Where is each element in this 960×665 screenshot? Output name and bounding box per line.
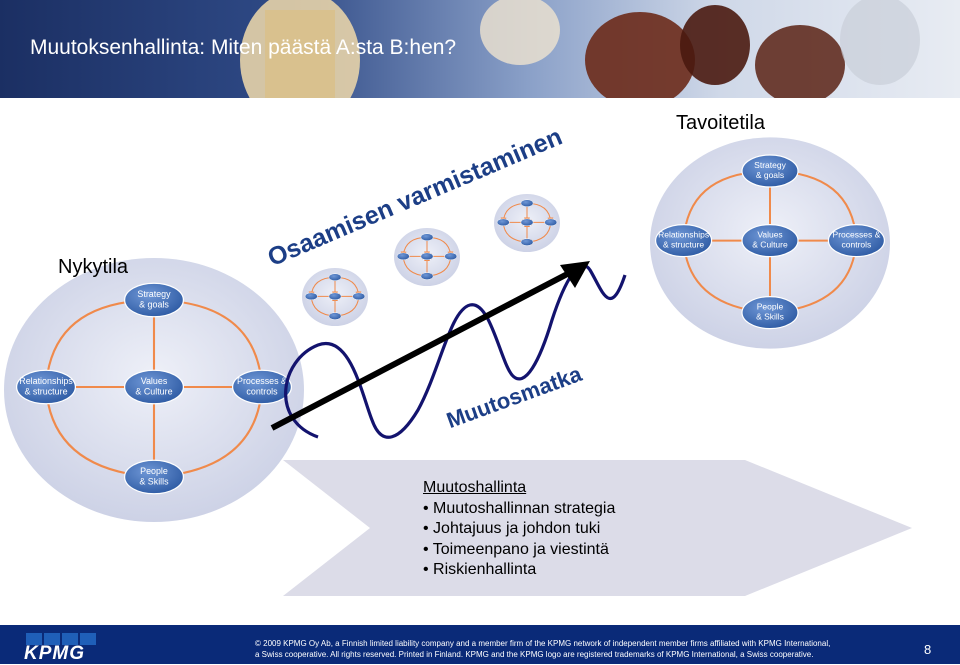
model-node-processes bbox=[544, 218, 558, 227]
mini-model-3 bbox=[494, 193, 560, 253]
page-title: Muutoksenhallinta: Miten päästä A:sta B:… bbox=[30, 36, 457, 59]
model-node-label: Strategy bbox=[137, 289, 171, 299]
model-node-values bbox=[328, 292, 342, 301]
target-state-label: Tavoitetila bbox=[676, 112, 765, 134]
chess-pieces-image bbox=[240, 0, 920, 98]
model-node-people bbox=[420, 272, 434, 280]
kpmg-logo-icon bbox=[26, 633, 96, 645]
list-item: • Toimeenpano ja viestintä bbox=[423, 540, 609, 558]
model-node-values bbox=[520, 218, 534, 227]
model-node-label: & structure bbox=[663, 240, 704, 250]
footer-bar bbox=[0, 625, 960, 664]
model-node-label: & Skills bbox=[756, 312, 784, 322]
model-node-relationships bbox=[15, 369, 77, 405]
model-node-label: Strategy bbox=[754, 160, 786, 170]
model-node-label: People bbox=[140, 466, 168, 476]
model-node-relationships bbox=[396, 252, 410, 261]
model-node-label: & goals bbox=[756, 170, 784, 180]
model-node-values bbox=[123, 369, 185, 405]
model-node-label: & Skills bbox=[139, 476, 169, 486]
model-node-values bbox=[741, 224, 799, 258]
model-node-strategy bbox=[123, 282, 185, 318]
kpmg-logo-text: KPMG bbox=[24, 643, 85, 664]
model-node-processes bbox=[444, 252, 458, 261]
model-node-processes bbox=[352, 292, 366, 301]
model-node-relationships bbox=[496, 218, 510, 227]
model-node-label: & goals bbox=[139, 299, 169, 309]
model-node-strategy bbox=[328, 273, 342, 281]
model-node-label: & Culture bbox=[752, 240, 788, 250]
trend-arrow-line bbox=[270, 267, 577, 431]
model-node-label: & structure bbox=[24, 386, 67, 396]
list-item: • Muutoshallinnan strategia bbox=[423, 499, 616, 517]
mini-model-2 bbox=[394, 227, 460, 287]
model-node-strategy bbox=[420, 233, 434, 241]
model-node-label: Processes & bbox=[833, 230, 881, 240]
change-management-arrow bbox=[283, 460, 912, 596]
model-node-label: Relationships bbox=[658, 230, 709, 240]
model-node-label: controls bbox=[246, 386, 278, 396]
model-node-label: & Culture bbox=[135, 386, 172, 396]
model-node-people bbox=[123, 459, 185, 495]
current-state-label: Nykytila bbox=[58, 256, 129, 278]
list-item: • Riskienhallinta bbox=[423, 561, 537, 578]
change-management-list: Muutoshallinta • Muutoshallinnan strateg… bbox=[423, 478, 615, 581]
model-node-label: People bbox=[757, 302, 784, 312]
list-item: • Johtajuus ja johdon tuki bbox=[423, 520, 601, 537]
model-node-relationships bbox=[654, 224, 713, 258]
trend-arrow-head bbox=[560, 261, 590, 288]
model-node-label: Processes & bbox=[237, 376, 287, 386]
model-node-label: Values bbox=[141, 376, 168, 386]
model-node-processes bbox=[231, 369, 293, 405]
model-node-label: controls bbox=[842, 240, 872, 250]
model-node-strategy bbox=[520, 199, 534, 207]
mini-model-1 bbox=[302, 267, 368, 327]
page-number: 8 bbox=[924, 642, 932, 657]
model-node-people bbox=[741, 296, 799, 330]
header-banner: Muutoksenhallinta: Miten päästä A:sta B:… bbox=[0, 0, 960, 98]
model-node-values bbox=[420, 252, 434, 261]
model-node-relationships bbox=[304, 292, 318, 301]
model-node-people bbox=[328, 312, 342, 320]
model-node-processes bbox=[827, 224, 886, 258]
model-node-label: Values bbox=[757, 230, 782, 240]
model-node-strategy bbox=[741, 154, 799, 188]
model-node-people bbox=[520, 238, 534, 246]
model-node-label: Relationships bbox=[19, 376, 73, 386]
change-management-heading: Muutoshallinta bbox=[423, 479, 527, 496]
copyright-notice: © 2009 KPMG Oy Ab, a Finnish limited lia… bbox=[255, 639, 831, 659]
